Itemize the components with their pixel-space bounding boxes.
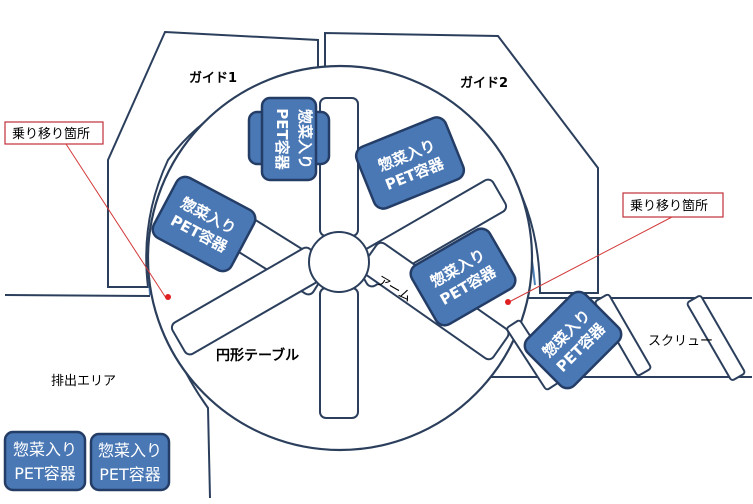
guide2-label: ガイド2	[460, 76, 508, 91]
container-discharged-1-line2: PET容器	[14, 464, 76, 483]
discharge-boundary-top	[4, 294, 151, 297]
transfer-point-right-marker	[505, 299, 511, 305]
container-top-shape	[260, 96, 318, 182]
container-top-line1: 惣菜入り	[296, 109, 314, 169]
callout-box-right	[622, 192, 724, 218]
container-discharged-2-line2: PET容器	[99, 465, 161, 484]
container-discharged-2	[89, 432, 171, 492]
discharge-area-label: 排出エリア	[51, 374, 116, 389]
container-top-line2: PET容器	[273, 108, 291, 170]
callout-label-left: 乗り移り箇所	[12, 126, 90, 142]
transfer-point-left-marker	[165, 294, 171, 300]
circular-table-label: 円形テーブル	[216, 347, 299, 364]
arm-bottom	[319, 287, 359, 419]
container-right	[409, 227, 517, 327]
guide1-label: ガイド1	[189, 71, 237, 86]
container-discharged-1	[3, 430, 87, 492]
table-hub	[308, 231, 370, 293]
callout-line-right	[508, 216, 673, 303]
arm-group	[170, 97, 510, 419]
container-discharged-1-line1: 惣菜入り	[13, 440, 77, 459]
screw-label: スクリュー	[648, 334, 713, 349]
callout-label-right: 乗り移り箇所	[630, 198, 708, 214]
screw-bar	[686, 295, 746, 381]
callout-box-left	[4, 121, 104, 145]
container-upper-right	[354, 116, 466, 210]
container-discharged-2-line1: 惣菜入り	[98, 441, 162, 460]
callout-line-left	[65, 143, 167, 299]
container-screw	[523, 290, 623, 390]
container-left	[151, 175, 257, 273]
